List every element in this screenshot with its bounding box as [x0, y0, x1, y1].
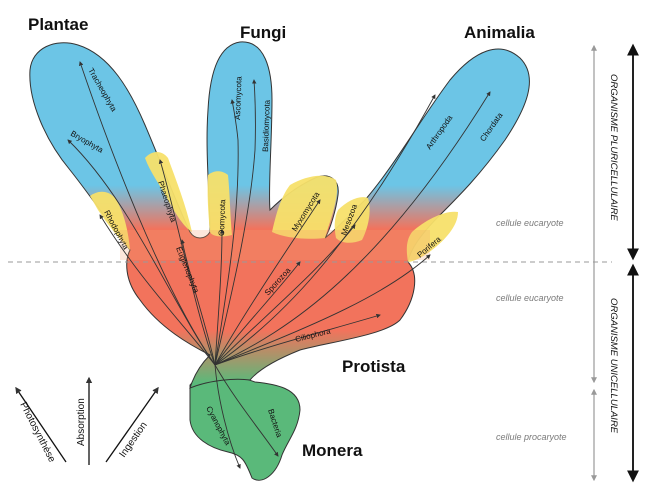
porifera-yellow-zone	[406, 211, 458, 262]
note-eucaryote-lower: cellule eucaryote	[496, 293, 564, 303]
color-blend-band	[120, 230, 430, 260]
branch-arrow-rhodophyta	[99, 214, 216, 366]
branch-arrow-bryophyta	[67, 139, 216, 366]
label-ascomycota: Ascomycota	[233, 76, 244, 120]
monera-region	[189, 374, 301, 481]
kingdom-protista: Protista	[342, 357, 406, 376]
branch-arrow-phaeophyta	[158, 159, 216, 366]
label-oomycota: Oomycota	[217, 199, 227, 236]
note-procaryote: cellule procaryote	[496, 432, 567, 442]
branch-arrow-euglenophyta	[180, 239, 216, 366]
branch-arrow-arthropoda	[214, 94, 436, 366]
branch-arrow-bacteria	[214, 364, 279, 457]
legend-arrow-ingestion	[105, 386, 159, 463]
label-unicellulaire: ORGANISME UNICELLULAIRE	[608, 298, 619, 434]
branch-arrow-ciliophora	[214, 313, 381, 366]
label-pluricellulaire: ORGANISME PLURICELLULAIRE	[608, 74, 619, 221]
kingdom-fungi: Fungi	[240, 23, 286, 42]
branch-arrow-oomycota	[214, 229, 225, 366]
rhodophyta-yellow-zone	[90, 191, 130, 250]
legend-arrow-photosynthese	[15, 386, 67, 463]
branch-arrow-ascomycota	[214, 99, 239, 366]
branch-arrow-chordata	[214, 91, 491, 366]
kingdom-plantae: Plantae	[28, 15, 88, 34]
note-eucaryote-upper: cellule eucaryote	[496, 218, 564, 228]
myxomycota-yellow-zone	[272, 175, 338, 239]
branch-arrow-cyanophyta	[214, 364, 241, 469]
branch-arrow-basidiomycota	[214, 79, 257, 366]
legend-photosynthese: Photosynthèse	[17, 400, 57, 464]
branch-arrow-porifera	[214, 254, 431, 366]
kingdom-monera: Monera	[302, 441, 363, 460]
oomycota-yellow-zone	[207, 171, 232, 237]
branch-arrow-sporozoa	[214, 261, 301, 366]
mesozoa-yellow-zone	[334, 197, 370, 243]
kingdom-animalia: Animalia	[464, 23, 535, 42]
label-basidiomycota: Basidiomycota	[261, 99, 272, 152]
legend-absorption: Absorption	[76, 398, 87, 446]
branch-arrow-myxomycota	[214, 199, 321, 366]
